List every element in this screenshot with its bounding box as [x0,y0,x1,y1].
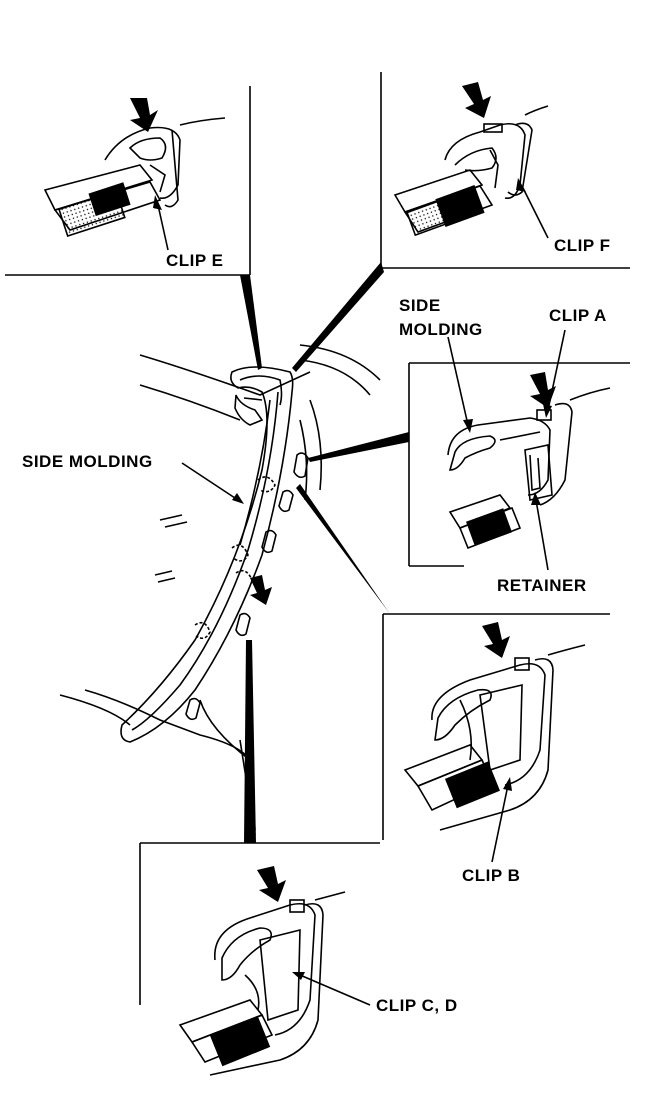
inset-frame-clip-cd [139,842,380,1005]
clip-f-detail [393,105,549,237]
label-clip-f: CLIP F [554,236,611,255]
clip-e-detail [43,117,226,237]
label-clip-cd: CLIP C, D [376,996,458,1015]
push-arrow-icon [250,575,272,605]
push-arrow-icon [130,98,158,132]
label-clip-e: CLIP E [166,251,224,270]
label-clip-b: CLIP B [462,866,521,885]
label-leaders [157,185,566,1006]
connector-clip-a [308,432,409,462]
clip-b-detail [403,644,586,831]
label-side-molding-inset-line2: MOLDING [399,320,483,339]
clip-cd-detail [178,891,346,1076]
inset-frame-clip-b [382,613,610,840]
label-side-molding-main: SIDE MOLDING [22,452,153,471]
label-clip-a: CLIP A [549,306,607,325]
inset-frame-clip-e [5,86,251,276]
connector-clip-e [240,275,262,370]
label-retainer: RETAINER [497,576,587,595]
label-side-molding-inset-line1: SIDE [399,296,441,315]
clip-a-detail [447,387,611,550]
inset-frame-clip-a [408,362,630,567]
connector-clip-b [296,484,390,614]
leader-arrowheads [153,178,552,980]
push-arrow-icon [462,82,491,118]
connector-clip-cd [244,640,256,843]
connector-clip-f [292,262,384,372]
push-arrows [130,82,556,902]
pillar-body-drawing [59,344,381,836]
inset-connectors [240,262,409,843]
push-arrow-icon [482,622,510,658]
inset-frame-clip-f [380,72,630,269]
push-arrow-icon [530,372,556,408]
push-arrow-icon [257,866,286,902]
